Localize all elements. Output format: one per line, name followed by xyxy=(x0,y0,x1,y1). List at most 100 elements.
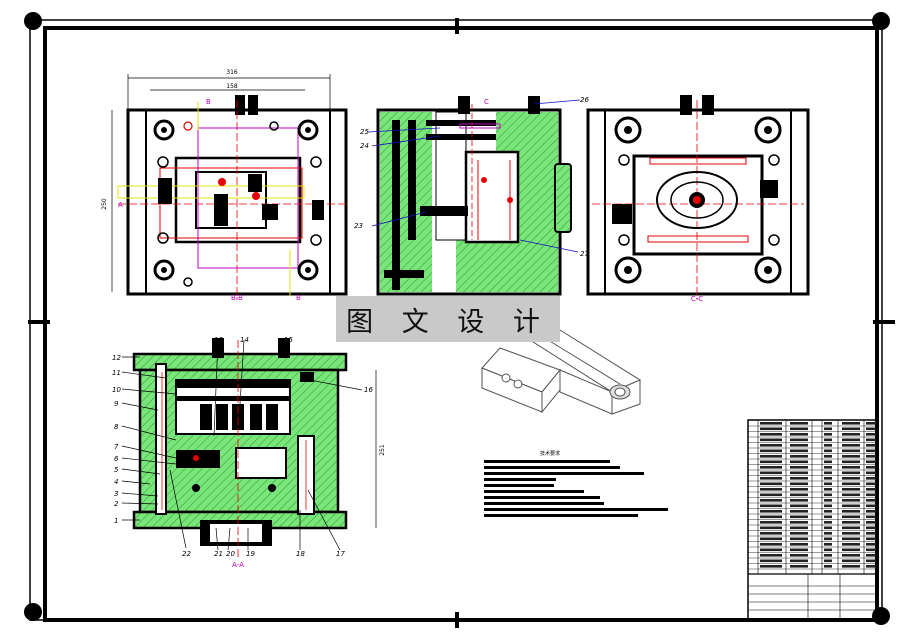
parts-cell-mark xyxy=(824,449,832,453)
watermark-text: 图 文 设 计 xyxy=(346,306,550,338)
part-number-17: 17 xyxy=(336,550,345,558)
parts-cell-mark xyxy=(866,460,876,464)
parts-cell-mark xyxy=(760,515,782,519)
view-label-c-c: C-C xyxy=(691,295,703,303)
parts-cell-mark xyxy=(760,504,782,508)
parts-cell-mark xyxy=(790,499,808,502)
parts-cell-mark xyxy=(760,510,782,513)
parts-cell-mark xyxy=(790,444,808,447)
parts-cell-mark xyxy=(866,532,876,535)
center-mark-bottom xyxy=(455,612,459,628)
view-bottom-left xyxy=(132,338,377,560)
parts-cell-mark xyxy=(842,515,860,519)
iso-part-sketch xyxy=(481,329,642,415)
parts-cell-mark xyxy=(842,499,860,502)
parts-cell-mark xyxy=(824,565,832,568)
parts-cell-mark xyxy=(866,554,876,557)
parts-cell-mark xyxy=(790,521,808,524)
part-number-20: 20 xyxy=(226,550,235,558)
parts-cell-mark xyxy=(790,532,808,535)
part-number-15: 15 xyxy=(284,336,293,344)
parts-cell-mark xyxy=(842,521,860,524)
section-mark-c: C xyxy=(484,98,489,106)
section-mark-b-bottom: B xyxy=(296,294,301,302)
parts-cell-mark xyxy=(866,488,876,491)
part-number-12: 12 xyxy=(112,354,121,362)
center-mark-top xyxy=(455,18,459,34)
parts-cell-mark xyxy=(842,565,860,568)
parts-cell-mark xyxy=(790,554,808,557)
parts-cell-mark xyxy=(790,466,808,469)
parts-cell-mark xyxy=(842,554,860,557)
section-mark-a-left: A xyxy=(118,201,123,209)
parts-cell-mark xyxy=(842,455,860,458)
part-number-3: 3 xyxy=(114,490,118,498)
part-number-1: 1 xyxy=(114,517,118,525)
parts-cell-mark xyxy=(866,444,876,447)
part-number-18: 18 xyxy=(296,550,305,558)
parts-cell-mark xyxy=(824,433,832,436)
parts-cell-mark xyxy=(824,471,832,475)
parts-cell-mark xyxy=(842,504,860,508)
part-number-27: 27 xyxy=(580,250,589,258)
parts-cell-mark xyxy=(824,510,832,513)
parts-cell-mark xyxy=(760,554,782,557)
parts-cell-mark xyxy=(760,499,782,502)
parts-cell-mark xyxy=(790,559,808,563)
parts-cell-mark xyxy=(790,433,808,436)
parts-cell-mark xyxy=(824,422,832,425)
corner-mark-tl xyxy=(24,12,42,30)
part-number-26: 26 xyxy=(580,96,589,104)
part-number-10: 10 xyxy=(112,386,121,394)
parts-cell-mark xyxy=(866,422,876,425)
part-number-16: 16 xyxy=(364,386,373,394)
corner-mark-tr xyxy=(872,12,890,30)
technical-notes xyxy=(484,460,668,517)
parts-cell-mark xyxy=(866,526,876,530)
parts-cell-mark xyxy=(760,532,782,535)
parts-cell-mark xyxy=(760,493,782,497)
view-label-a-a: A-A xyxy=(232,561,244,569)
parts-cell-mark xyxy=(824,444,832,447)
parts-cell-mark xyxy=(866,438,876,442)
part-number-23: 23 xyxy=(354,222,363,230)
parts-cell-mark xyxy=(866,559,876,563)
parts-cell-mark xyxy=(760,559,782,563)
parts-cell-mark xyxy=(824,493,832,497)
parts-cell-mark xyxy=(760,455,782,458)
parts-cell-mark xyxy=(760,460,782,464)
parts-cell-mark xyxy=(760,543,782,546)
parts-cell-mark xyxy=(790,422,808,425)
parts-cell-mark xyxy=(842,433,860,436)
parts-cell-mark xyxy=(824,482,832,486)
parts-cell-mark xyxy=(842,532,860,535)
parts-cell-mark xyxy=(824,438,832,442)
parts-cell-mark xyxy=(866,471,876,475)
parts-cell-mark xyxy=(760,444,782,447)
parts-cell-mark xyxy=(866,449,876,453)
parts-cell-mark xyxy=(842,526,860,530)
parts-cell-mark xyxy=(824,455,832,458)
parts-cell-mark xyxy=(760,482,782,486)
parts-cell-mark xyxy=(842,477,860,480)
parts-cell-mark xyxy=(842,482,860,486)
parts-cell-mark xyxy=(842,488,860,491)
view-top-left xyxy=(111,74,348,300)
parts-cell-mark xyxy=(866,427,876,431)
parts-cell-mark xyxy=(790,477,808,480)
part-number-22: 22 xyxy=(182,550,191,558)
view-top-middle xyxy=(376,96,572,296)
parts-cell-mark xyxy=(842,444,860,447)
parts-cell-mark xyxy=(790,510,808,513)
parts-cell-mark xyxy=(760,537,782,541)
parts-cell-mark xyxy=(842,510,860,513)
parts-cell-mark xyxy=(824,488,832,491)
parts-cell-mark xyxy=(790,438,808,442)
parts-cell-mark xyxy=(842,466,860,469)
leader-lines-middle xyxy=(367,99,581,253)
part-number-21: 21 xyxy=(214,550,223,558)
parts-cell-mark xyxy=(842,559,860,563)
parts-cell-mark xyxy=(824,499,832,502)
watermark-banner: 图 文 设 计 xyxy=(336,296,560,342)
parts-cell-mark xyxy=(760,466,782,469)
